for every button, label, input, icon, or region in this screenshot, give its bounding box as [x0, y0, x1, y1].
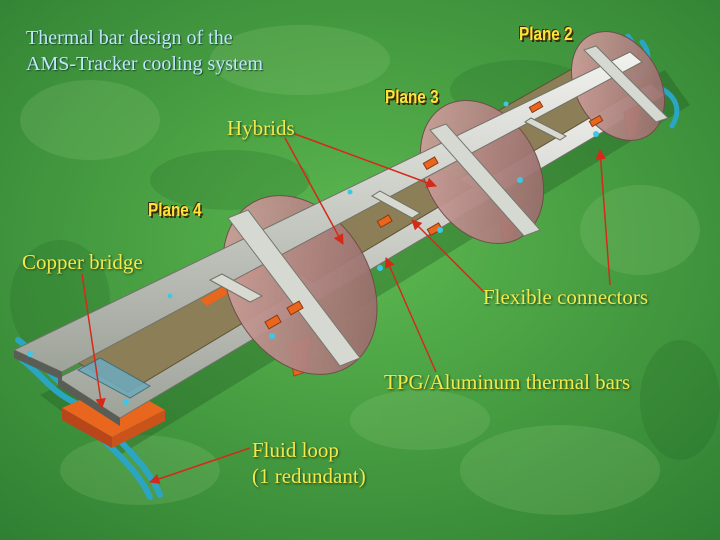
- fluid-loop-arrow: [149, 447, 251, 484]
- copper-bridge-arrow: [81, 273, 106, 410]
- upper-thermal-bar: [12, 51, 643, 373]
- lower-thermal-bar-edge: [58, 378, 120, 426]
- copper-bridge-label: Copper bridge: [22, 250, 143, 274]
- copper-bridge-side: [62, 408, 112, 448]
- hybrids-arrow-1: [284, 137, 344, 245]
- flexible-connectors-arrow-1: [411, 219, 485, 293]
- plane-4-fin: [227, 209, 361, 367]
- plane-2-fin: [583, 45, 669, 123]
- diagram-title-line-2: AMS-Tracker cooling system: [26, 53, 264, 75]
- flexible-connectors-arrow-2: [595, 148, 611, 286]
- background-mottle: [20, 25, 700, 515]
- diagram-title: Thermal bar design of the AMS-Tracker co…: [26, 25, 263, 77]
- flexible-connectors-label: Flexible connectors: [483, 285, 649, 309]
- fluid-loop-label-line-2: (1 redundant): [252, 464, 366, 488]
- annotation-arrows: [81, 133, 611, 484]
- fluid-loop-label: Fluid loop (1 redundant): [252, 437, 366, 489]
- fluid-loop-label-line-1: Fluid loop: [252, 438, 339, 462]
- thermal-bars-arrow: [384, 257, 437, 373]
- copper-bridge-front: [112, 410, 165, 448]
- hybrids-arrow-2: [294, 133, 437, 188]
- fasteners: [27, 101, 599, 405]
- plane-3-label: Plane 3: [385, 87, 439, 107]
- diagram-title-line-1: Thermal bar design of the: [26, 27, 233, 49]
- plane-2-label: Plane 2: [519, 24, 573, 44]
- hybrids-label: Hybrids: [227, 116, 295, 140]
- flexible-connectors: [264, 100, 604, 330]
- plane-3-fin: [429, 123, 541, 237]
- upper-thermal-bar-edge: [14, 350, 62, 380]
- thermal-crossbars: [208, 117, 567, 303]
- plane-4-label: Plane 4: [148, 200, 202, 220]
- thermal-bars-label: TPG/Aluminum thermal bars: [384, 370, 631, 394]
